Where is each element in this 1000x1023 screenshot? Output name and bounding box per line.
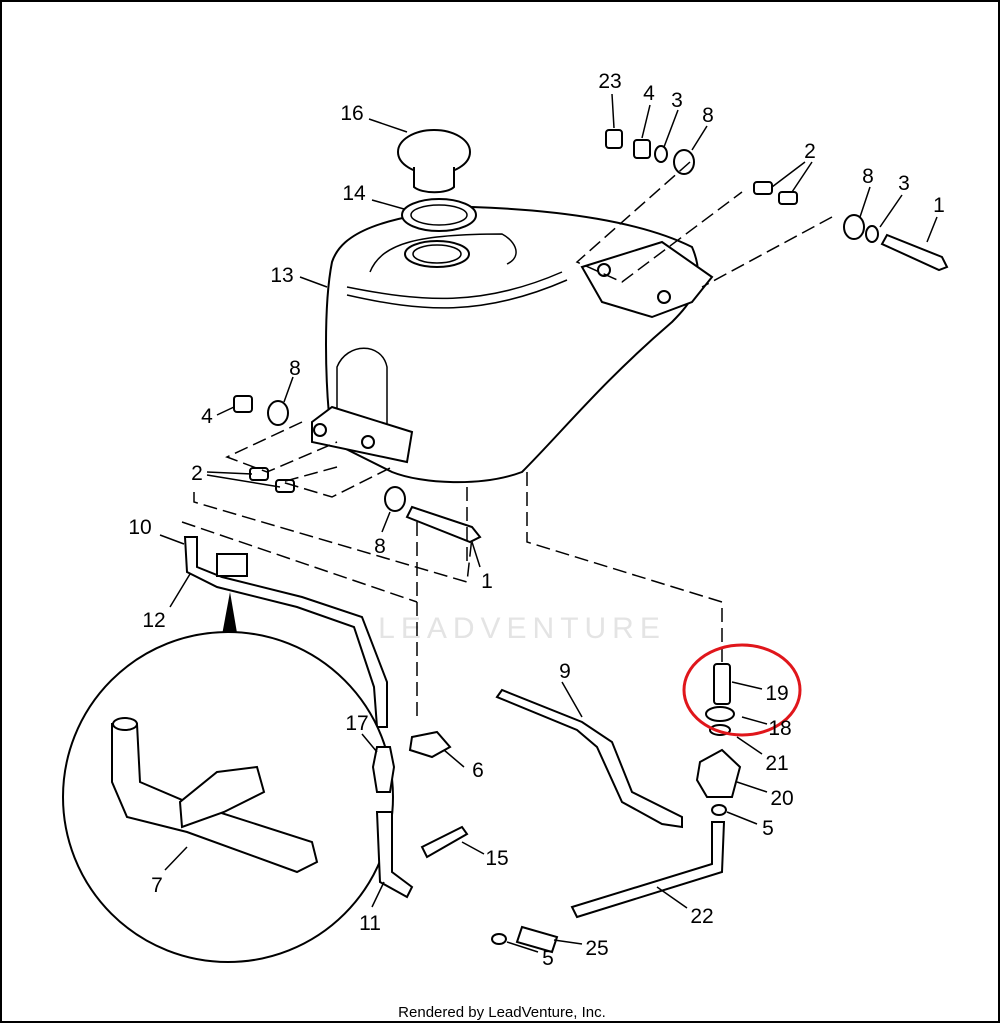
leader-lines: [159, 93, 938, 953]
callout-15: 15: [485, 847, 508, 870]
footer-credit: Rendered by LeadVenture, Inc.: [398, 1004, 606, 1021]
callout-8: 8: [374, 535, 386, 558]
callout-25: 25: [585, 937, 608, 960]
callout-18: 18: [768, 717, 791, 740]
callout-16: 16: [340, 102, 363, 125]
callout-12: 12: [142, 609, 165, 632]
callout-1: 1: [481, 570, 493, 593]
callout-20: 20: [770, 787, 793, 810]
callout-17: 17: [345, 712, 368, 735]
callout-11: 11: [359, 912, 381, 935]
callout-labels: 23 4 3 8 2 8 3 1 16 14 13 8 4 2 8 1 10 1…: [128, 70, 945, 970]
callout-9: 9: [559, 660, 571, 683]
callout-14: 14: [342, 182, 366, 205]
alignment-lines: [181, 161, 833, 722]
watermark: LEADVENTURE: [378, 612, 666, 645]
callout-10: 10: [128, 516, 151, 539]
lower-parts: [371, 663, 742, 954]
hardware-parts: [233, 129, 949, 544]
callout-6: 6: [472, 759, 484, 782]
fuel-cap: [397, 129, 477, 232]
callout-23: 23: [598, 70, 621, 93]
callout-7: 7: [151, 874, 163, 897]
callout-4: 4: [201, 405, 213, 428]
callout-5: 5: [542, 947, 554, 970]
callout-8: 8: [862, 165, 874, 188]
callout-8: 8: [702, 104, 714, 127]
highlight-circle: [682, 643, 802, 737]
callout-1: 1: [933, 194, 945, 217]
callout-22: 22: [690, 905, 713, 928]
callout-5: 5: [762, 817, 774, 840]
callout-13: 13: [270, 264, 293, 287]
callout-4: 4: [643, 82, 655, 105]
callout-3: 3: [671, 89, 683, 112]
fuel-tank: [311, 205, 714, 484]
callout-8: 8: [289, 357, 301, 380]
callout-2: 2: [191, 462, 203, 485]
callout-3: 3: [898, 172, 910, 195]
callout-19: 19: [765, 682, 788, 705]
fuel-line-assembly: [62, 536, 394, 963]
callout-21: 21: [765, 752, 788, 775]
callout-2: 2: [804, 140, 816, 163]
